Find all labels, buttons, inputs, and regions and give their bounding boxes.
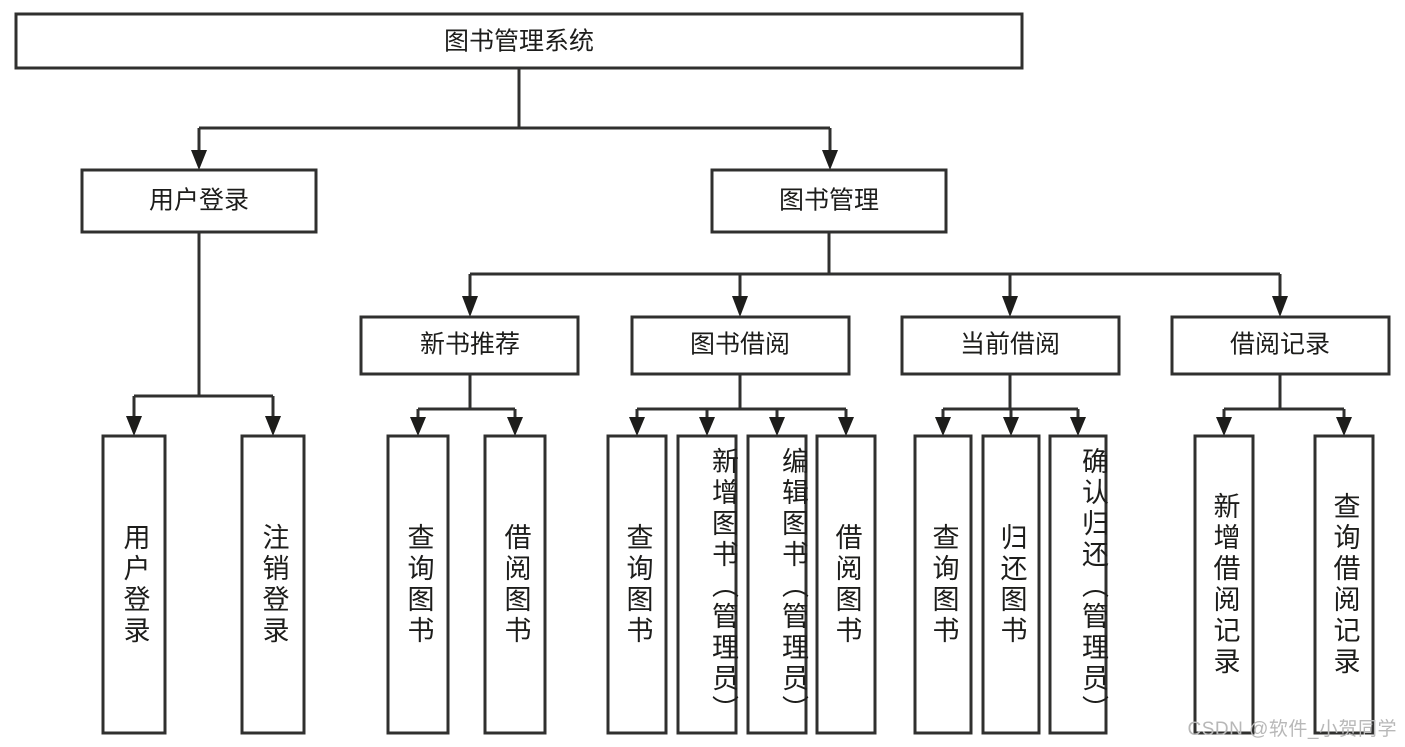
node-book-borrow[interactable]: 图书借阅 [630, 315, 851, 376]
node-current-borrow[interactable]: 当前借阅 [900, 315, 1121, 376]
leaf-box-add-borrow-record[interactable] [1193, 434, 1255, 735]
leaf-box-return-book[interactable] [981, 434, 1041, 735]
connector-current-to-leaves [935, 374, 1086, 436]
node-book-management-label: 图书管理 [779, 187, 879, 215]
node-borrow-records-box[interactable] [1170, 315, 1391, 376]
node-new-book-recommend-box[interactable] [359, 315, 580, 376]
leaf-box-query-borrow-record[interactable] [1313, 434, 1375, 735]
node-user-login-box[interactable] [80, 168, 318, 234]
leaf-box-add-book-admin[interactable] [676, 434, 738, 735]
node-book-management-box[interactable] [710, 168, 948, 234]
leaf-box-query-book-rec[interactable] [386, 434, 450, 735]
connector-root-to-level2 [191, 68, 838, 170]
connector-userlogin-to-leaves [126, 232, 281, 436]
node-user-login[interactable]: 用户登录 [80, 168, 318, 234]
node-borrow-records-label: 借阅记录 [1230, 331, 1330, 359]
leaf-box-confirm-return-admin[interactable] [1048, 434, 1108, 735]
connector-borrow-to-leaves [629, 374, 854, 436]
connector-bookmgmt-to-level3 [462, 232, 1288, 317]
leaf-box-logout[interactable] [240, 434, 306, 735]
node-book-borrow-label: 图书借阅 [690, 331, 790, 359]
leaf-box-query-book-borrow[interactable] [606, 434, 668, 735]
node-book-borrow-box[interactable] [630, 315, 851, 376]
leaf-box-user-login[interactable] [101, 434, 167, 735]
leaf-boxes [101, 434, 1375, 735]
node-new-book-recommend-label: 新书推荐 [420, 331, 520, 359]
leaf-box-edit-book-admin[interactable] [746, 434, 808, 735]
node-borrow-records[interactable]: 借阅记录 [1170, 315, 1391, 376]
node-root-label: 图书管理系统 [444, 28, 594, 56]
node-current-borrow-label: 当前借阅 [960, 331, 1060, 359]
connector-records-to-leaves [1216, 374, 1352, 436]
node-root[interactable]: 图书管理系统 [14, 12, 1024, 70]
node-new-book-recommend[interactable]: 新书推荐 [359, 315, 580, 376]
leaf-box-borrow-book[interactable] [815, 434, 877, 735]
connector-newbook-to-leaves [410, 374, 523, 436]
node-user-login-label: 用户登录 [149, 187, 249, 215]
node-current-borrow-box[interactable] [900, 315, 1121, 376]
node-book-management[interactable]: 图书管理 [710, 168, 948, 234]
leaf-box-query-book-current[interactable] [913, 434, 973, 735]
leaf-box-borrow-book-rec[interactable] [483, 434, 547, 735]
node-root-box[interactable] [14, 12, 1024, 70]
csdn-watermark: CSDN @软件_小贺同学 [1187, 719, 1397, 740]
